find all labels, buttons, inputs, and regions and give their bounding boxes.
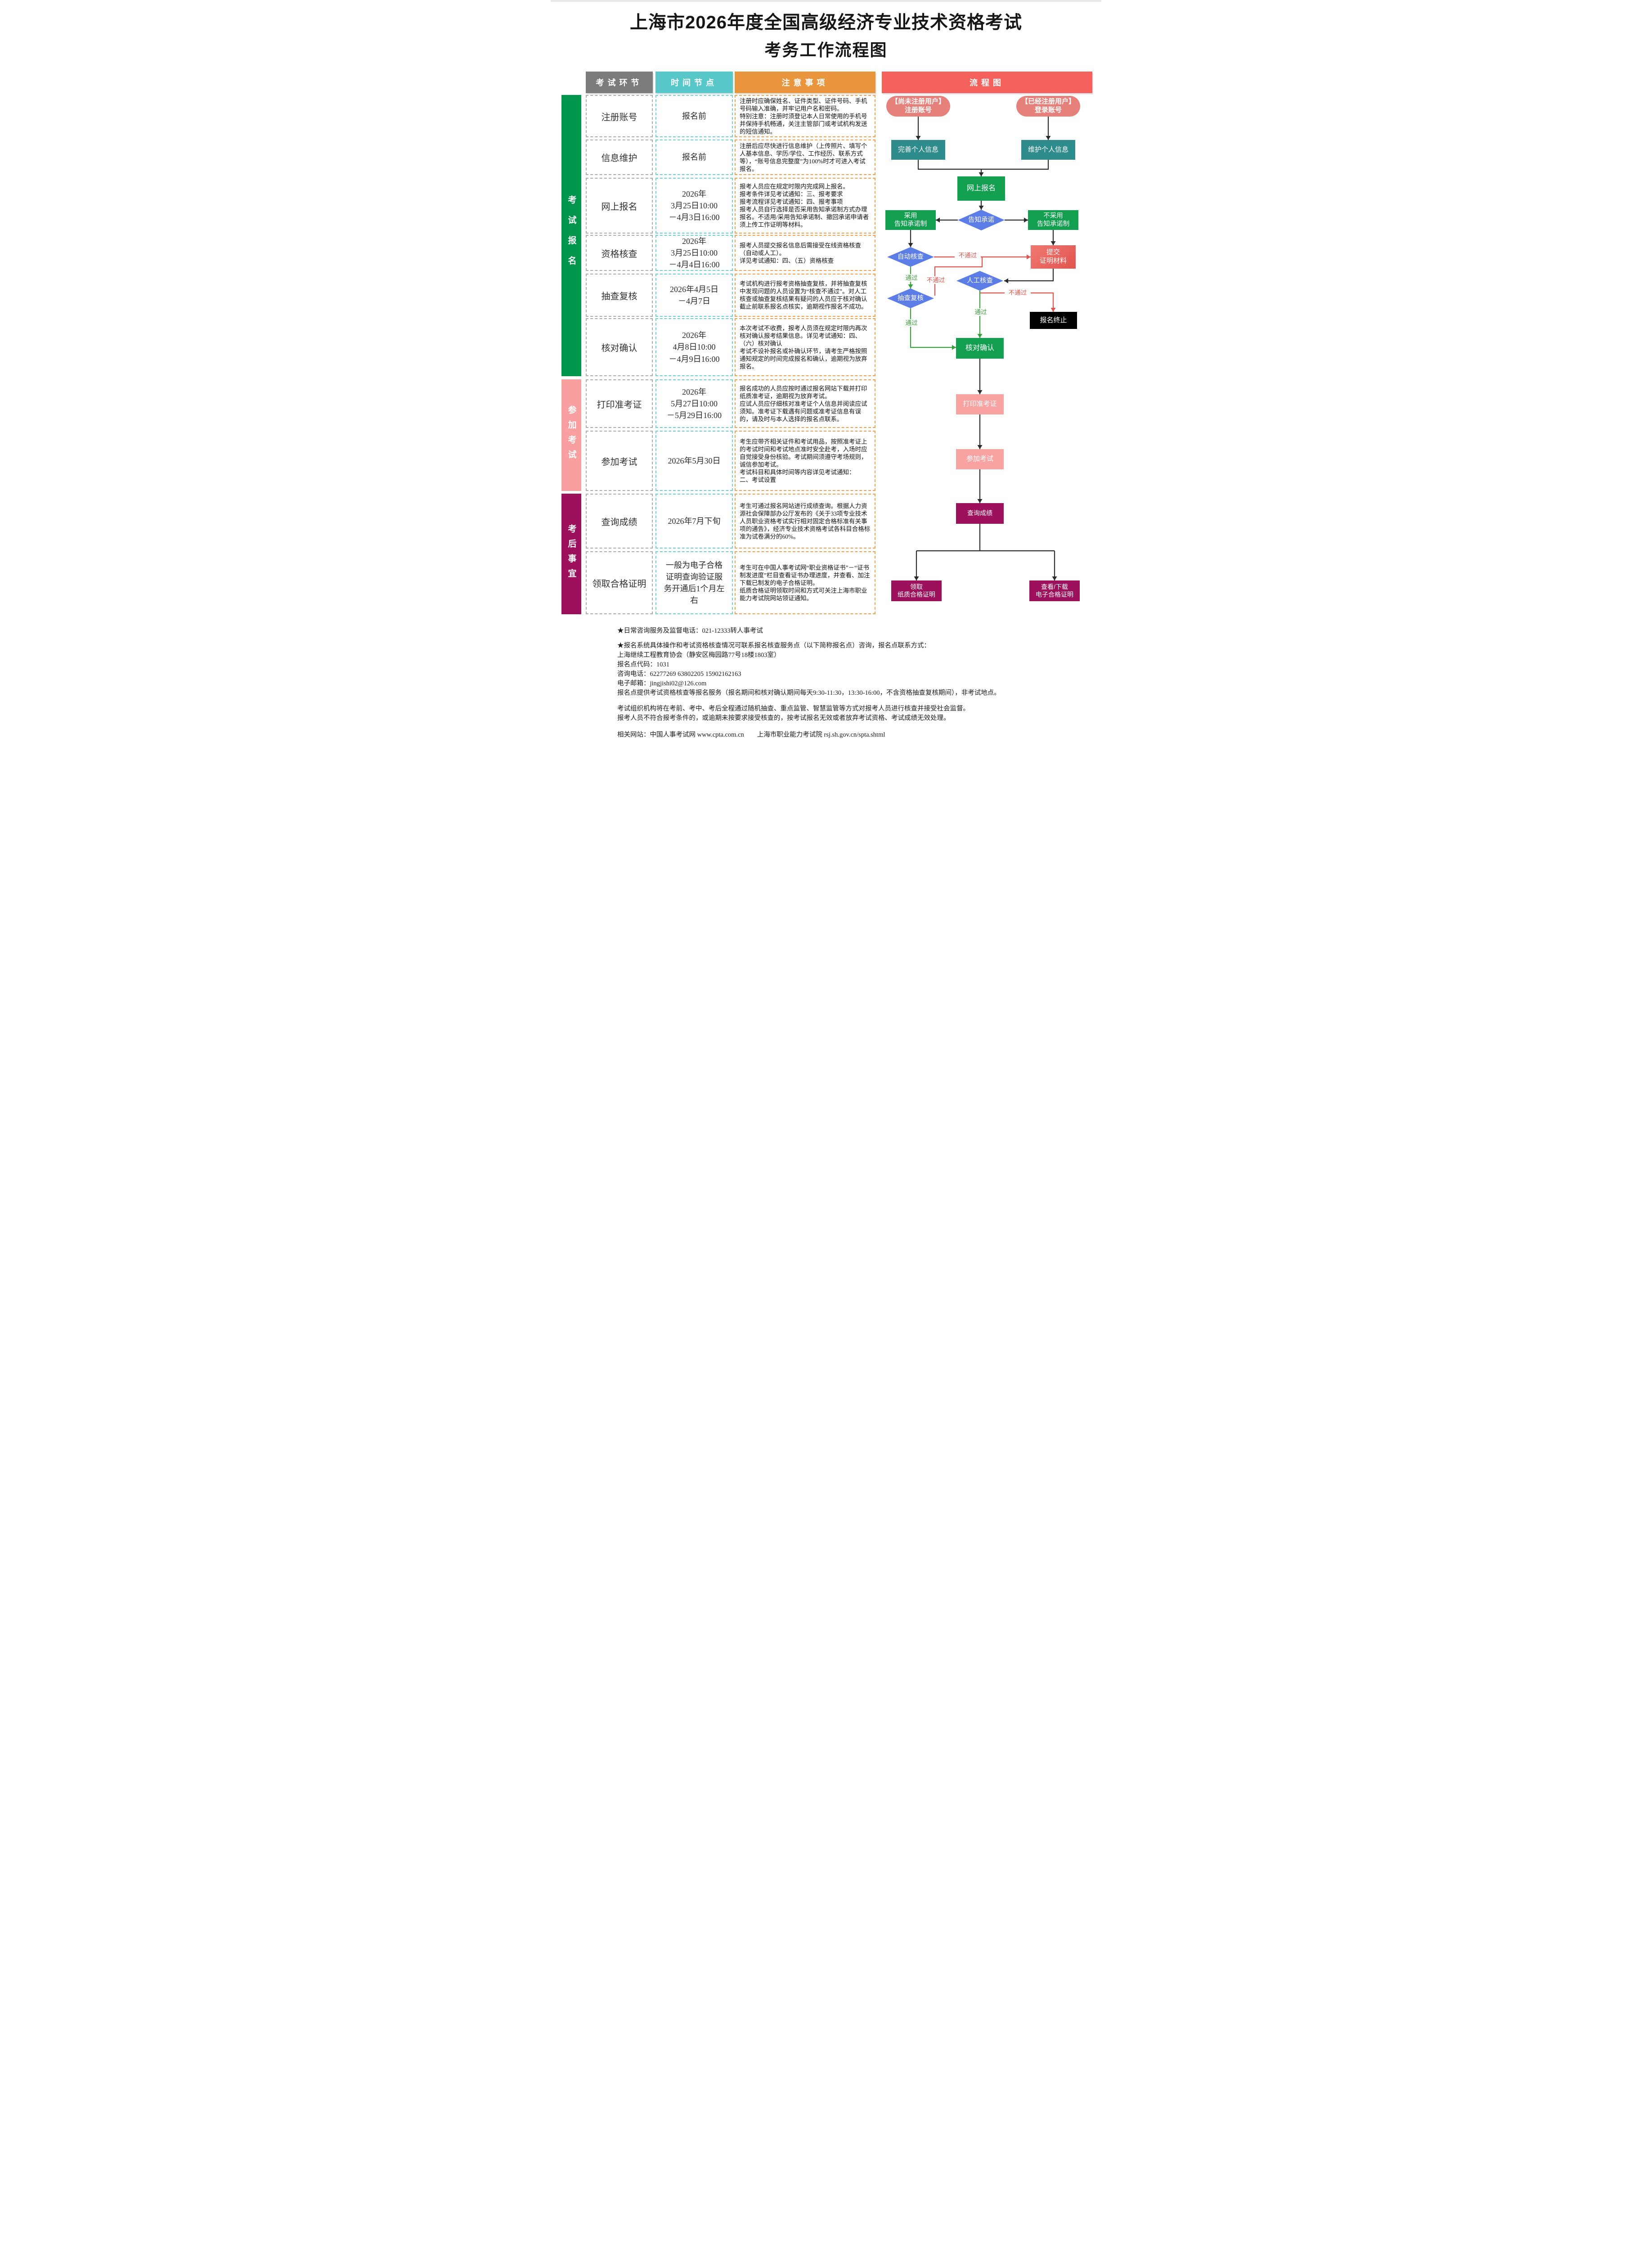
row-notes-confirm: 本次考试不收费，报考人员须在规定时限内再次核对确认报考结果信息。详见考试通知：四…	[735, 318, 875, 376]
footer-invalid-note: 报考人员不符合报考条件的，或逾期未按要求接受核查的，按考试报名无效或者放弃考试资…	[617, 715, 950, 722]
row-time-info-maintain: 报名前	[655, 140, 733, 175]
footer-hotline: ★日常咨询服务及监督电话：021-12333转人事考试	[617, 627, 763, 634]
flow-node-query-score: 查询成绩	[956, 503, 1004, 524]
row-time-online-registration: 2026年 3月25日10:00 －4月3日16:00	[655, 178, 733, 234]
row-notes-info-maintain: 注册后应尽快进行信息维护（上传照片、填写个人基本信息、学历/学位、工作经历、联系…	[735, 140, 875, 175]
row-notes-query-score: 考生可通过报名网站进行成绩查询。根据人力资源社会保障部办公厅发布的《关于33项专…	[735, 494, 875, 549]
phase-bar-take-exam: 参加考试	[561, 379, 581, 491]
row-name-query-score: 查询成绩	[586, 494, 653, 549]
footer-phone-numbers: 咨询电话：62277269 63802205 15902162163	[617, 670, 741, 678]
flowchart-panel: 【尚未注册用户】 注册账号 【已经注册用户】 登录账号 完善个人信息 维护个人信…	[882, 72, 1092, 618]
phase-bar-registration: 考试报名	[561, 95, 581, 376]
edge-label-fail-manual: 不通过	[1005, 289, 1031, 297]
row-notes-get-certificate: 考生可在中国人事考试网“职业资格证书”－“证书制发进度”栏目查看证书办理进度，并…	[735, 551, 875, 614]
flow-node-start-unregistered: 【尚未注册用户】 注册账号	[886, 96, 950, 117]
page-title-line2: 考务工作流程图	[764, 41, 888, 59]
flow-node-print-ticket: 打印准考证	[956, 394, 1004, 414]
row-time-take-exam: 2026年5月30日	[655, 431, 733, 491]
row-time-confirm: 2026年 4月8日10:00 －4月9日16:00	[655, 318, 733, 376]
edge-label-fail-auto: 不通过	[955, 252, 981, 259]
flow-node-registration-end: 报名终止	[1030, 312, 1077, 329]
row-name-online-registration: 网上报名	[586, 178, 653, 234]
row-time-spot-check: 2026年4月5日 －4月7日	[655, 274, 733, 317]
flow-node-confirm: 核对确认	[956, 338, 1004, 359]
row-notes-print-ticket: 报名成功的人员应按时通过报名网站下载并打印纸质准考证，逾期视为放弃考试。 应试人…	[735, 379, 875, 428]
row-name-confirm: 核对确认	[586, 318, 653, 376]
row-name-info-maintain: 信息维护	[586, 140, 653, 175]
flow-node-start-registered: 【已经注册用户】 登录账号	[1016, 96, 1080, 117]
row-name-spot-check: 抽查复核	[586, 274, 653, 317]
footer-service-hours: 报名点提供考试资格核查等报名服务（报名期间和核对确认期间每天9:30-11:30…	[617, 689, 1001, 697]
row-notes-spot-check: 考试机构进行报考资格抽查复核，并将抽查复核中发现问题的人员设置为“核查不通过”。…	[735, 274, 875, 317]
column-header-flowchart: 流程图	[882, 72, 1092, 93]
flow-node-maintain-info: 维护个人信息	[1021, 140, 1075, 160]
row-notes-online-registration: 报考人员应在规定时限内完成网上报名。 报考条件详见考试通知：三、报考要求 报考流…	[735, 178, 875, 234]
flowchart-connectors	[908, 117, 1057, 580]
footer-related-websites: 相关网站：中国人事考试网 www.cpta.com.cn 上海市职业能力考试院 …	[617, 731, 885, 738]
row-time-print-ticket: 2026年 5月27日10:00 －5月29日16:00	[655, 379, 733, 428]
column-header-exam-step: 考试环节	[586, 72, 653, 93]
footer-contact-block: ★日常咨询服务及监督电话：021-12333转人事考试 ★报名系统具体操作和考试…	[617, 626, 1074, 740]
flow-node-e-certificate: 查看/下载 电子合格证明	[1029, 580, 1080, 601]
row-name-get-certificate: 领取合格证明	[586, 551, 653, 614]
flow-node-online-registration: 网上报名	[957, 176, 1005, 201]
row-name-register: 注册账号	[586, 95, 653, 137]
footer-service-point-name: 上海继续工程教育协会（静安区梅园路77号18楼1803室）	[617, 652, 781, 659]
footer-supervision-note: 考试组织机构将在考前、考中、考后全程通过随机抽查、重点监管、智慧监管等方式对报考…	[617, 705, 970, 712]
flow-node-paper-certificate: 领取 纸质合格证明	[891, 580, 942, 601]
row-time-qualification-check: 2026年 3月25日10:00 －4月4日16:00	[655, 235, 733, 271]
footer-service-point-code: 报名点代码：1031	[617, 661, 669, 668]
row-notes-register: 注册时应确保姓名、证件类型、证件号码、手机号码输入准确，并牢记用户名和密码。 特…	[735, 95, 875, 137]
flow-node-not-adopt-promise: 不采用 告知承诺制	[1028, 210, 1078, 230]
edge-label-pass-manual: 通过	[972, 308, 990, 316]
page-title: 上海市2026年度全国高级经济专业技术资格考试 考务工作流程图	[551, 12, 1101, 60]
edge-label-pass-spot: 通过	[902, 319, 920, 327]
row-notes-qualification-check: 报考人员提交报名信息后需接受在线资格核查（自动或人工）。 详见考试通知：四、（五…	[735, 235, 875, 271]
footer-service-point-intro: ★报名系统具体操作和考试资格核查情况可联系报名核查服务点（以下简称报名点）咨询，…	[617, 642, 930, 649]
flow-node-submit-materials: 提交 证明材料	[1031, 245, 1076, 269]
footer-email: 电子邮箱：jingjishi02@126.com	[617, 680, 707, 687]
top-edge-strip	[551, 0, 1101, 2]
row-time-register: 报名前	[655, 95, 733, 137]
row-name-print-ticket: 打印准考证	[586, 379, 653, 428]
phase-bar-after-exam: 考后事宜	[561, 494, 581, 614]
flow-node-adopt-promise: 采用 告知承诺制	[885, 210, 936, 230]
row-time-get-certificate: 一般为电子合格 证明查询验证服 务开通后1个月左 右	[655, 551, 733, 614]
flow-node-take-exam: 参加考试	[956, 449, 1004, 469]
row-name-qualification-check: 资格核查	[586, 235, 653, 271]
row-notes-take-exam: 考生应带齐相关证件和考试用品，按照准考证上的考试时间和考试地点准时安全赴考，入场…	[735, 431, 875, 491]
edge-label-fail-spot: 不通过	[923, 276, 949, 284]
column-header-notes: 注意事项	[735, 72, 875, 93]
row-time-query-score: 2026年7月下旬	[655, 494, 733, 549]
page-title-line1: 上海市2026年度全国高级经济专业技术资格考试	[630, 13, 1022, 32]
row-name-take-exam: 参加考试	[586, 431, 653, 491]
poster-page: 上海市2026年度全国高级经济专业技术资格考试 考务工作流程图 考试环节 时间节…	[551, 0, 1101, 753]
column-header-time-node: 时间节点	[655, 72, 733, 93]
flow-node-complete-info: 完善个人信息	[891, 140, 945, 160]
edge-label-pass-auto: 通过	[902, 274, 920, 282]
